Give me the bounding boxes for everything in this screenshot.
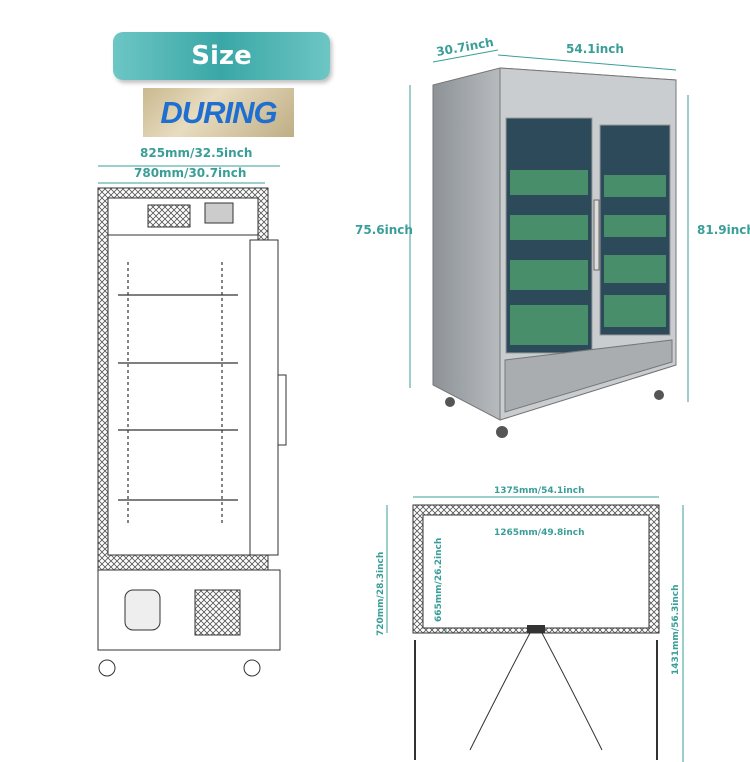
photo-body-height-label: 75.6inch: [355, 223, 413, 237]
caster-wheel: [496, 426, 508, 438]
caster-wheel: [445, 397, 455, 407]
door-handles: [593, 199, 600, 271]
top-outer-width-label: 1375mm/54.1inch: [494, 486, 585, 496]
top-view-drawing: [386, 496, 684, 762]
fan: [204, 202, 234, 224]
size-title-banner: Size: [113, 32, 330, 80]
product-illustration: [409, 49, 689, 438]
machine-compartment: [97, 569, 281, 651]
top-outer-depth-label: 720mm/28.3inch: [376, 551, 386, 636]
logo-text: DURING: [160, 94, 277, 130]
side-outer-width-label: 825mm/32.5inch: [140, 146, 253, 160]
top-inner-depth-label: 665mm/26.2inch: [434, 537, 444, 622]
photo-total-height-label: 81.9inch: [697, 223, 750, 237]
caster-wheel: [98, 659, 116, 677]
shelves: [118, 262, 238, 525]
condenser: [194, 589, 241, 636]
top-door-open-depth-label: 1431mm/56.3inch: [671, 584, 681, 675]
door-handle: [277, 374, 287, 446]
caster-wheel: [654, 390, 664, 400]
evaporator-coil: [147, 204, 191, 228]
compressor: [124, 589, 161, 631]
top-inner-width-label: 1265mm/49.8inch: [494, 528, 585, 538]
caster-wheel: [243, 659, 261, 677]
cabinet-interior: [107, 234, 259, 556]
side-inner-width-label: 780mm/30.7inch: [134, 166, 247, 180]
photo-width-label: 54.1inch: [566, 42, 624, 56]
door: [249, 239, 279, 556]
side-view-drawing: [97, 165, 287, 677]
grille: [504, 339, 673, 413]
brand-logo: DURING: [143, 88, 294, 137]
